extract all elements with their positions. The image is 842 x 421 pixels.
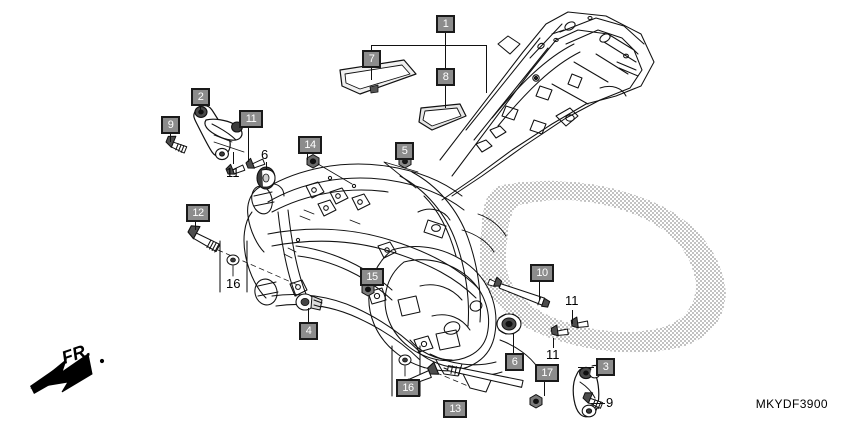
callout-6-upper[interactable]: 6: [261, 147, 269, 162]
leader-line-11c: [572, 310, 573, 324]
leader-line-11d: [553, 338, 554, 348]
leader-line-11a: [248, 128, 249, 162]
leader-line-14: [307, 154, 308, 160]
callout-8[interactable]: 8: [436, 68, 455, 86]
leader-line-1-mid: [445, 45, 446, 68]
callout-4[interactable]: 4: [299, 322, 318, 340]
callout-7[interactable]: 7: [362, 50, 381, 68]
leader-line-11b: [233, 152, 234, 164]
leader-line-7-drop: [371, 68, 372, 80]
diagram-code: MKYDF3900: [755, 397, 828, 411]
leader-line-1-right: [486, 45, 487, 93]
leader-line-7: [371, 45, 372, 50]
leader-line-2: [200, 106, 201, 114]
callout-11-right-upper[interactable]: 11: [565, 293, 579, 308]
callout-10[interactable]: 10: [530, 264, 554, 282]
callout-15[interactable]: 15: [360, 268, 384, 286]
leader-line-1-rail: [371, 45, 487, 46]
callout-9-upper[interactable]: 9: [161, 116, 180, 134]
callout-17[interactable]: 17: [535, 364, 559, 382]
callout-14[interactable]: 14: [298, 136, 322, 154]
leader-line-6a: [266, 162, 267, 170]
leader-line-9b: [591, 403, 605, 404]
callout-1[interactable]: 1: [436, 15, 455, 33]
callout-9-lower[interactable]: 9: [606, 395, 614, 410]
callout-16-lower[interactable]: 16: [396, 379, 420, 397]
leader-line-12: [195, 222, 196, 230]
callout-11-right-lower[interactable]: 11: [546, 347, 560, 362]
callout-13[interactable]: 13: [443, 400, 467, 418]
leader-line-4: [308, 308, 309, 322]
leader-line-6b: [513, 334, 514, 353]
callout-3[interactable]: 3: [596, 358, 615, 376]
callout-11-upper[interactable]: 11: [239, 110, 263, 128]
leader-line-17: [544, 382, 545, 396]
leader-line-9a: [170, 134, 171, 142]
leader-line-10: [539, 282, 540, 300]
callout-2[interactable]: 2: [191, 88, 210, 106]
leader-line-1-stem: [445, 33, 446, 45]
callout-12[interactable]: 12: [186, 204, 210, 222]
callout-5[interactable]: 5: [395, 142, 414, 160]
callout-11-mid[interactable]: 11: [226, 165, 240, 180]
leader-line-8: [445, 86, 446, 108]
leader-line-3b: [578, 367, 594, 368]
callout-16-upper[interactable]: 16: [226, 276, 241, 291]
callout-6-lower[interactable]: 6: [505, 353, 524, 371]
front-direction-arrow-icon: [30, 353, 105, 394]
